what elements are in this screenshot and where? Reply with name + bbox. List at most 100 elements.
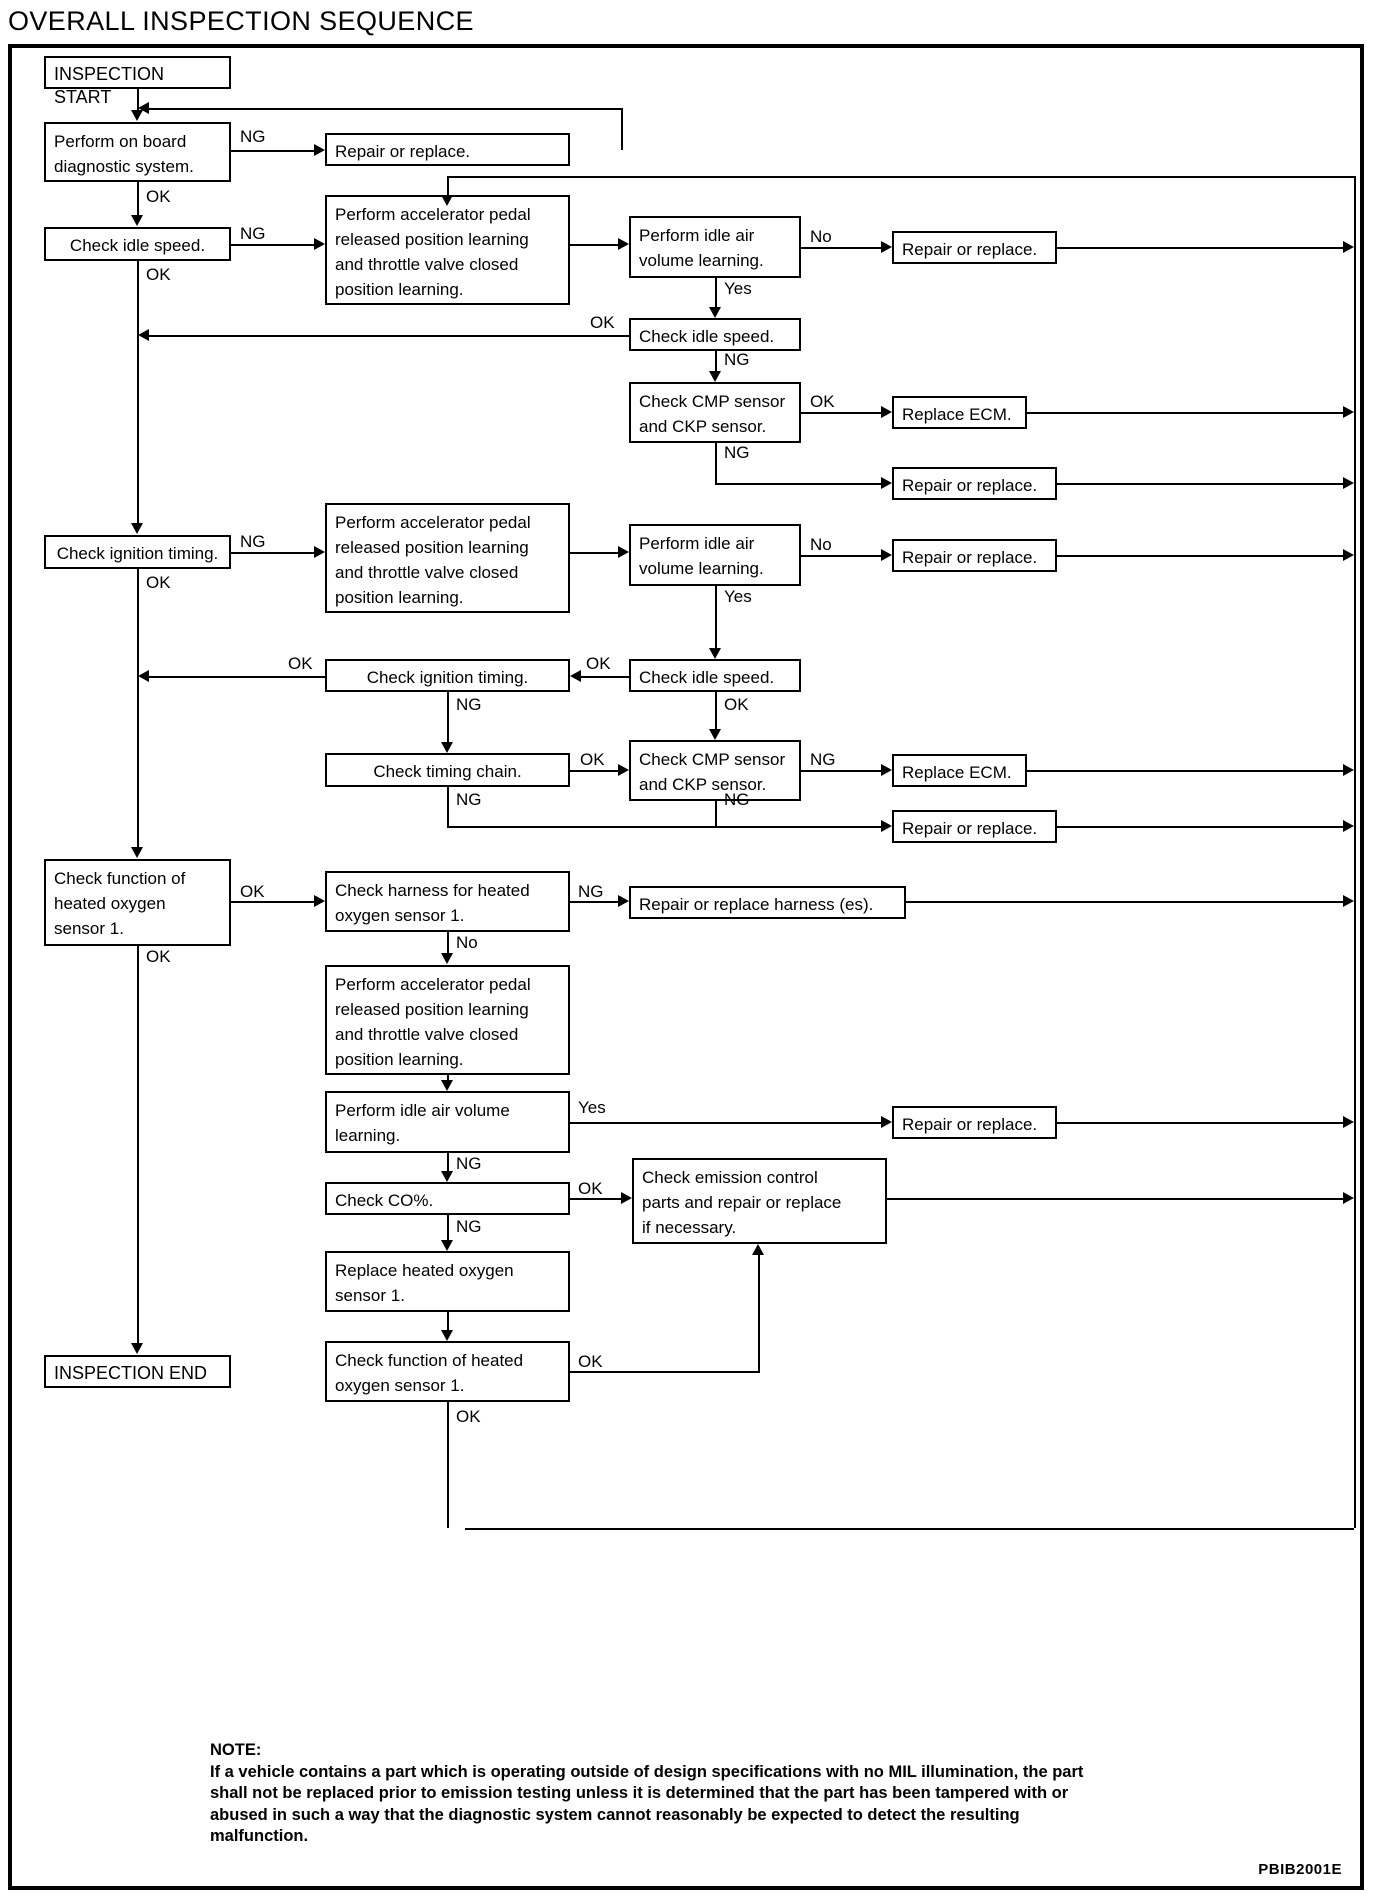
node-check-idle-speed-3[interactable]: Check idle speed. bbox=[629, 659, 801, 692]
line-ecm1-to-rail bbox=[1027, 412, 1343, 414]
node-repair-or-replace-6[interactable]: Repair or replace. bbox=[892, 1106, 1057, 1139]
edge-label-ng-ho2s2: OK bbox=[578, 1352, 603, 1371]
line-repair3-to-rail bbox=[1057, 483, 1343, 485]
node-check-ignition-timing-1[interactable]: Check ignition timing. bbox=[44, 535, 231, 569]
line-iavl2-no bbox=[801, 555, 881, 557]
node-check-function-ho2s-2[interactable]: Check function of heated oxygen sensor 1… bbox=[325, 1341, 570, 1402]
line-idle3-ok bbox=[581, 676, 629, 678]
arrow-into-learn1 bbox=[441, 195, 453, 206]
arrow-repair5 bbox=[881, 820, 892, 832]
edge-label-ok-cmp2: NG bbox=[810, 750, 836, 769]
node-replace-ho2s[interactable]: Replace heated oxygen sensor 1. bbox=[325, 1251, 570, 1312]
line-idle1-ng bbox=[231, 244, 314, 246]
arrow-learn1-to-iavl1 bbox=[618, 238, 629, 250]
edge-label-ng-chain: NG bbox=[456, 790, 482, 809]
arrow-idle3-ok bbox=[570, 670, 581, 682]
arrow-harness-ng bbox=[618, 895, 629, 907]
node-repair-or-replace-1[interactable]: Repair or replace. bbox=[325, 133, 570, 166]
node-check-cmp-ckp-2[interactable]: Check CMP sensor and CKP sensor. bbox=[629, 740, 801, 801]
line-idle2-ok bbox=[149, 335, 629, 337]
line-learn2-to-iavl2 bbox=[570, 552, 618, 554]
line-chain-ok bbox=[570, 770, 618, 772]
line-start-to-obd bbox=[137, 89, 139, 110]
line-ign2-ok bbox=[149, 676, 325, 678]
node-idle-air-volume-learning-1[interactable]: Perform idle air volume learning. bbox=[629, 216, 801, 278]
node-learning-3[interactable]: Perform accelerator pedal released posit… bbox=[325, 965, 570, 1075]
edge-label-ng-ign1: NG bbox=[240, 532, 266, 551]
line-repair1-up bbox=[621, 108, 623, 150]
node-idle-air-volume-learning-2[interactable]: Perform idle air volume learning. bbox=[629, 524, 801, 586]
arrow-ign1-ok bbox=[131, 847, 143, 858]
edge-label-ng-ho2s1: OK bbox=[240, 882, 265, 901]
line-iavl2-yes bbox=[715, 586, 717, 648]
arrow-iavl2-yes bbox=[709, 648, 721, 659]
node-inspection-start[interactable]: INSPECTION START bbox=[44, 56, 231, 107]
line-repair1-back bbox=[149, 108, 623, 110]
node-replace-ecm-1[interactable]: Replace ECM. bbox=[892, 396, 1027, 429]
edge-label-no-iavl1: No bbox=[810, 227, 832, 246]
line-iavl1-yes bbox=[715, 278, 717, 307]
node-check-emission-control[interactable]: Check emission control parts and repair … bbox=[632, 1158, 887, 1244]
line-chain-ng-h bbox=[447, 826, 881, 828]
node-learning-2[interactable]: Perform accelerator pedal released posit… bbox=[325, 503, 570, 613]
node-replace-ecm-2[interactable]: Replace ECM. bbox=[892, 754, 1027, 787]
line-right-rail bbox=[1354, 176, 1356, 1528]
arrow-harness-ok bbox=[441, 953, 453, 964]
line-ho2s2-ok bbox=[447, 1402, 449, 1528]
edge-label-ng-obd: NG bbox=[240, 127, 266, 146]
edge-label-ok-idle2: OK bbox=[590, 313, 615, 332]
line-top-rail bbox=[447, 176, 1356, 178]
node-repair-or-replace-2[interactable]: Repair or replace. bbox=[892, 231, 1057, 264]
edge-label-yes-iavl2: Yes bbox=[724, 587, 752, 606]
line-iavl3-yes bbox=[447, 1153, 449, 1171]
node-repair-or-replace-5[interactable]: Repair or replace. bbox=[892, 810, 1057, 843]
line-into-learn1 bbox=[447, 176, 449, 195]
line-co-ng bbox=[570, 1198, 621, 1200]
edge-label-ok-idle1: OK bbox=[146, 265, 171, 284]
line-ecm2-to-rail bbox=[1027, 770, 1343, 772]
node-learning-1[interactable]: Perform accelerator pedal released posit… bbox=[325, 195, 570, 305]
node-check-idle-speed-1[interactable]: Check idle speed. bbox=[44, 227, 231, 261]
arrow-ign2-ng bbox=[441, 742, 453, 753]
line-ign1-ok bbox=[137, 569, 139, 847]
line-harness-ok bbox=[447, 932, 449, 953]
line-cmp2-ok bbox=[801, 770, 881, 772]
node-repair-or-replace-3[interactable]: Repair or replace. bbox=[892, 467, 1057, 500]
edge-label-ok-obd: OK bbox=[146, 187, 171, 206]
line-harness-ng bbox=[570, 901, 618, 903]
line-harness-to-rail bbox=[906, 901, 1343, 903]
arrow-repair2-to-rail bbox=[1343, 241, 1354, 253]
node-check-timing-chain[interactable]: Check timing chain. bbox=[325, 753, 570, 787]
node-check-ignition-timing-2[interactable]: Check ignition timing. bbox=[325, 659, 570, 692]
line-obd-ng bbox=[231, 150, 314, 152]
node-repair-replace-harness[interactable]: Repair or replace harness (es). bbox=[629, 886, 906, 919]
line-ho2s1-ng bbox=[231, 901, 314, 903]
line-ign2-ng bbox=[447, 692, 449, 742]
node-check-idle-speed-2[interactable]: Check idle speed. bbox=[629, 318, 801, 351]
line-ign1-ng bbox=[231, 552, 314, 554]
node-idle-air-volume-learning-3[interactable]: Perform idle air volume learning. bbox=[325, 1091, 570, 1153]
line-repair6-to-rail bbox=[1057, 1122, 1343, 1124]
arrow-ho2s1-ng bbox=[314, 895, 325, 907]
arrow-cmp1-ok bbox=[881, 406, 892, 418]
edge-label-no-iavl2: No bbox=[810, 535, 832, 554]
edge-label-ok-co: NG bbox=[456, 1217, 482, 1236]
line-repair5-to-rail bbox=[1057, 826, 1343, 828]
arrow-chain-ok bbox=[618, 764, 629, 776]
line-obd-ok bbox=[137, 182, 139, 215]
node-check-harness-ho2s[interactable]: Check harness for heated oxygen sensor 1… bbox=[325, 871, 570, 932]
node-repair-or-replace-4[interactable]: Repair or replace. bbox=[892, 539, 1057, 572]
node-check-cmp-ckp-1[interactable]: Check CMP sensor and CKP sensor. bbox=[629, 382, 801, 443]
node-check-function-ho2s-1[interactable]: Check function of heated oxygen sensor 1… bbox=[44, 859, 231, 946]
node-perform-obd[interactable]: Perform on board diagnostic system. bbox=[44, 122, 231, 182]
node-inspection-end[interactable]: INSPECTION END bbox=[44, 1355, 231, 1388]
arrow-ign2-ok bbox=[138, 670, 149, 682]
arrow-iavl1-no bbox=[881, 241, 892, 253]
node-check-co[interactable]: Check CO%. bbox=[325, 1182, 570, 1215]
edge-label-ok-cmp1: OK bbox=[810, 392, 835, 411]
arrow-repair3-to-rail bbox=[1343, 477, 1354, 489]
edge-label-ng-co: OK bbox=[578, 1179, 603, 1198]
edge-label-no-iavl3: Yes bbox=[578, 1098, 606, 1117]
arrow-iavl3-yes bbox=[441, 1171, 453, 1182]
figure-code: PBIB2001E bbox=[1258, 1861, 1342, 1878]
